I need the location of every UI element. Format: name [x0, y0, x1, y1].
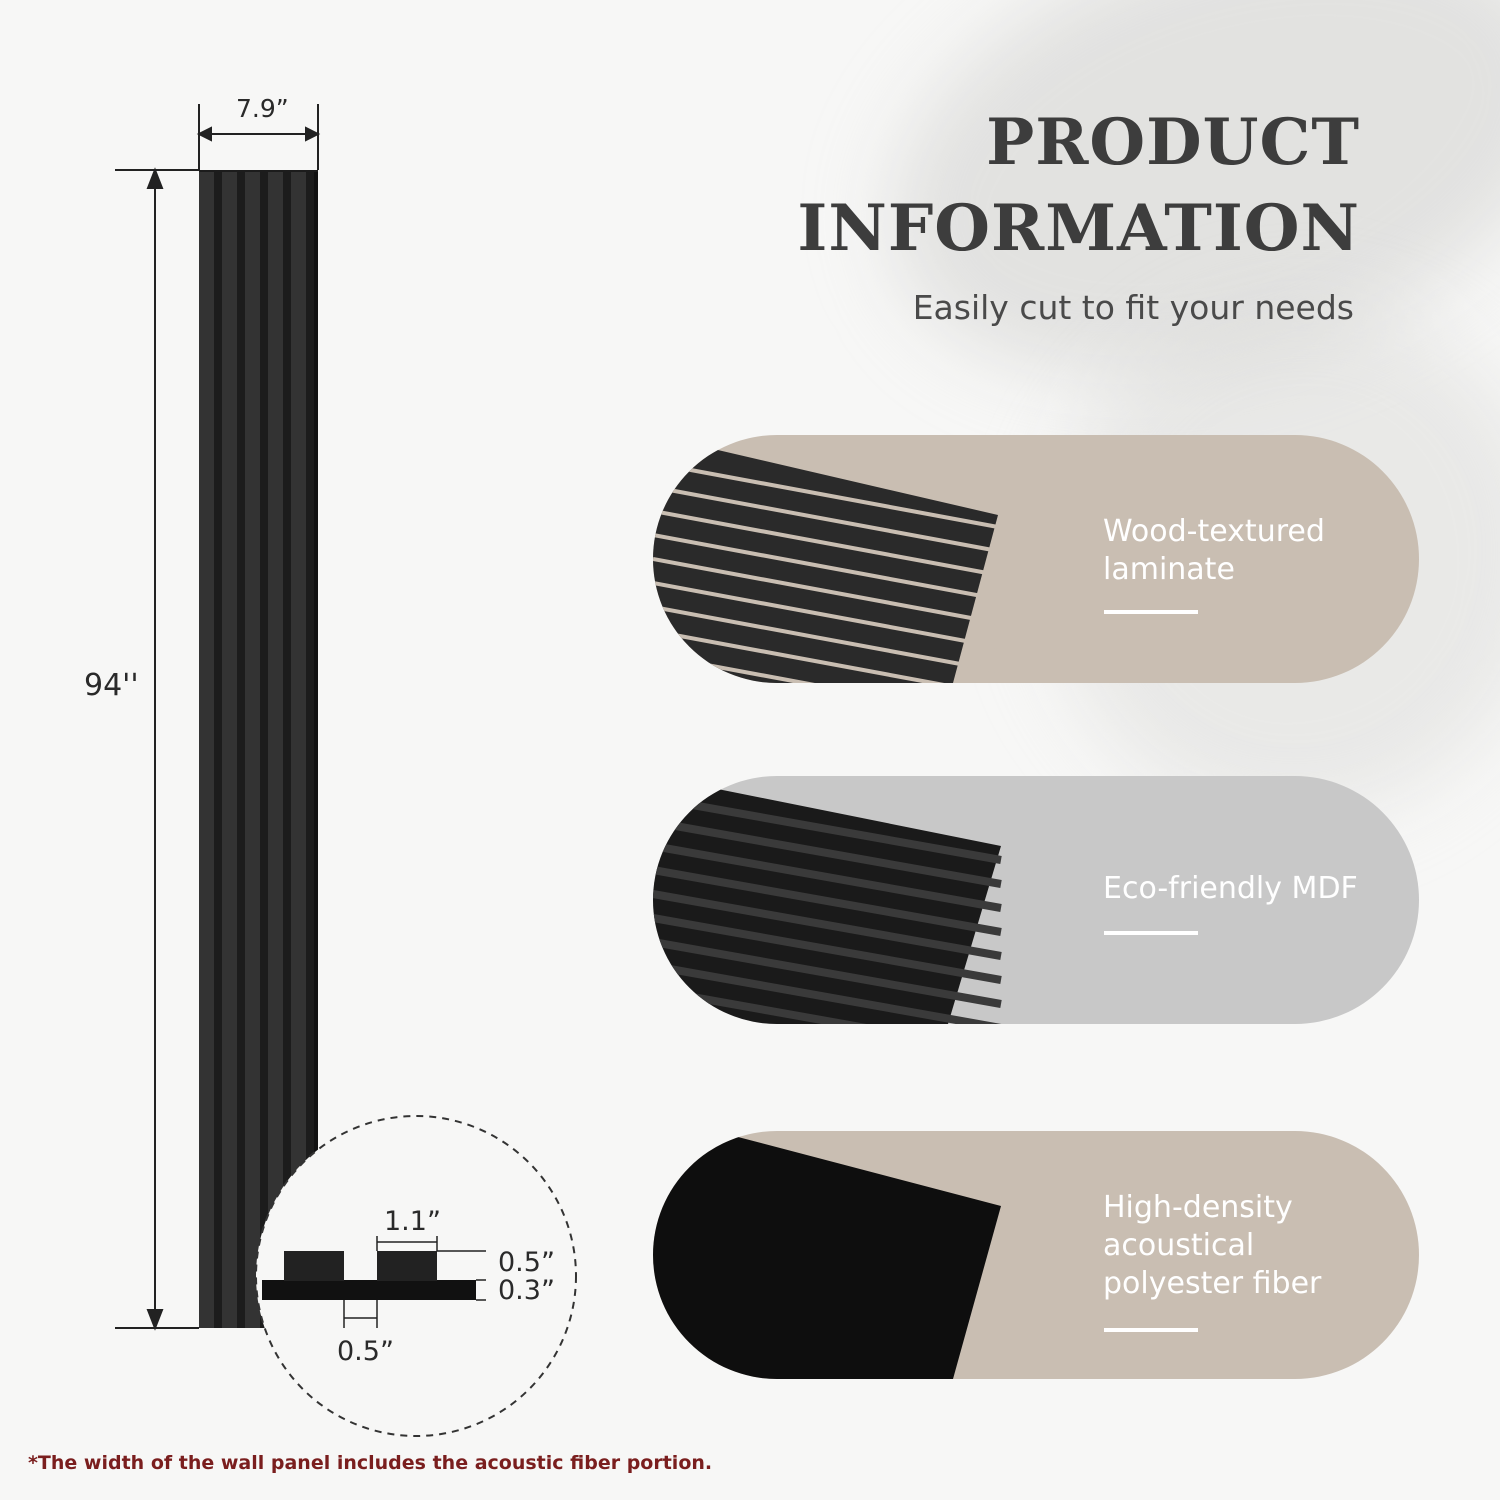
feature-underline [1104, 931, 1198, 935]
cross-section-profile [262, 1251, 476, 1300]
feature-pill-mdf: Eco-friendly MDF [653, 776, 1419, 1024]
panel-diagram [115, 104, 577, 1437]
slat-gap-label: 0.5” [337, 1336, 394, 1367]
page-subtitle: Easily cut to fit your needs [912, 288, 1354, 327]
panel-width-label: 7.9” [236, 94, 289, 123]
page-title: PRODUCT INFORMATION [797, 100, 1360, 272]
felt-backing-sample-icon [653, 1131, 1001, 1379]
title-line-2: INFORMATION [797, 191, 1360, 266]
feature-underline [1104, 610, 1198, 614]
slat-depth-label: 0.5” [498, 1247, 555, 1278]
feature-label: Eco-friendly MDF [1103, 871, 1358, 906]
title-line-1: PRODUCT [986, 105, 1360, 180]
feature-label: High-density acoustical polyester fiber [1103, 1190, 1322, 1301]
feature-label: Wood-textured laminate [1103, 514, 1325, 587]
feature-pill-polyester-fiber: High-density acoustical polyester fiber [653, 1131, 1419, 1379]
acoustic-panel [199, 170, 318, 1328]
mdf-slats-sample-icon [653, 776, 1002, 1024]
slat-width-label: 1.1” [384, 1206, 441, 1237]
cross-section-dimension-lines [343, 1236, 486, 1328]
base-depth-label: 0.3” [498, 1275, 555, 1306]
feature-underline [1104, 1328, 1198, 1332]
footnote: *The width of the wall panel includes th… [28, 1452, 713, 1474]
panel-height-label: 94'' [84, 668, 139, 703]
wood-slats-sample-icon [653, 435, 999, 683]
height-dimension [115, 167, 199, 1331]
feature-pill-wood-laminate: Wood-textured laminate [653, 435, 1419, 683]
width-dimension [196, 104, 321, 170]
